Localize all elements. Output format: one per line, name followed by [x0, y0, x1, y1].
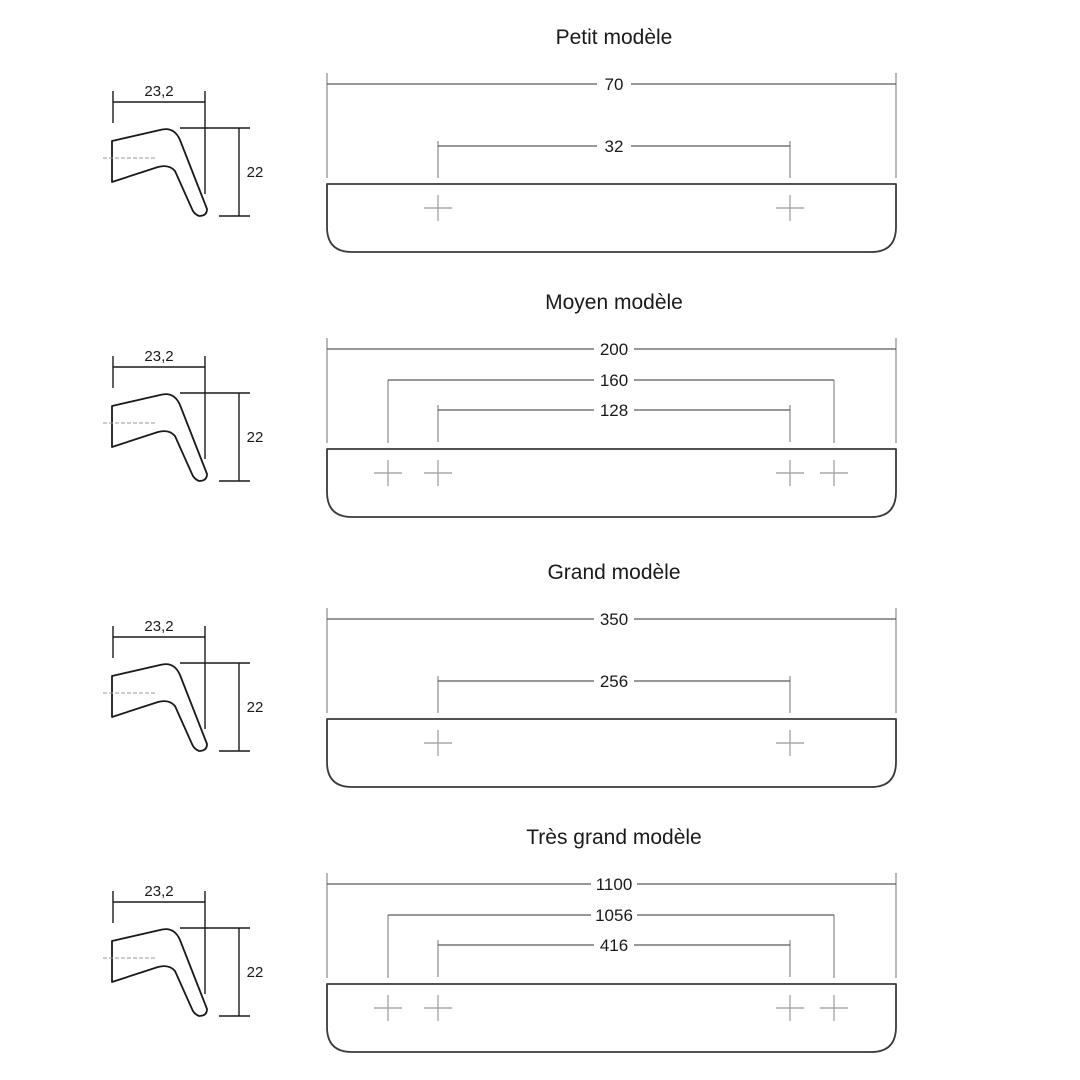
dimension-label-inner: 416 [600, 936, 628, 955]
hole-marker-left-inner [424, 995, 452, 1021]
profile-outline [111, 393, 208, 482]
model-section-2: Moyen modèle 23,2 22 200 160 128 [103, 291, 897, 518]
hole-marker-right-inner [776, 195, 804, 221]
model-section-4: Très grand modèle 23,2 22 1100 1056 416 [103, 826, 897, 1053]
profile-depth-label: 23,2 [144, 83, 173, 100]
side-profile: 23,2 22 [103, 83, 264, 217]
dimension-label-inner: 128 [600, 401, 628, 420]
hole-marker-left-outer [374, 460, 402, 486]
profile-height-label: 22 [247, 699, 264, 716]
dimension-label-inner: 256 [600, 672, 628, 691]
side-profile: 23,2 22 [103, 348, 264, 482]
hole-marker-left-inner [424, 730, 452, 756]
dimension-label-inner: 32 [605, 137, 624, 156]
front-view: 200 160 128 [326, 338, 897, 518]
profile-depth-label: 23,2 [144, 348, 173, 365]
hole-marker-right-inner [776, 460, 804, 486]
profile-height-label: 22 [247, 964, 264, 981]
model-title: Moyen modèle [545, 291, 683, 314]
model-title: Petit modèle [556, 26, 673, 49]
profile-outline [111, 928, 208, 1017]
profile-depth-label: 23,2 [144, 883, 173, 900]
model-title: Très grand modèle [526, 826, 701, 849]
profile-height-label: 22 [247, 429, 264, 446]
dimension-label-outer: 160 [600, 371, 628, 390]
dimension-label-overall: 70 [605, 75, 624, 94]
profile-outline [111, 663, 208, 752]
handle-front-outline [326, 183, 897, 253]
profile-height-label: 22 [247, 164, 264, 181]
handle-front-outline [326, 448, 897, 518]
model-section-1: Petit modèle 23,2 22 70 32 [103, 26, 897, 253]
front-view: 1100 1056 416 [326, 873, 897, 1053]
side-profile: 23,2 22 [103, 618, 264, 752]
hole-marker-left-inner [424, 460, 452, 486]
hole-marker-right-inner [776, 995, 804, 1021]
dimension-label-overall: 350 [600, 610, 628, 629]
model-section-3: Grand modèle 23,2 22 350 256 [103, 561, 897, 788]
side-profile: 23,2 22 [103, 883, 264, 1017]
dimension-label-outer: 1056 [595, 906, 633, 925]
hole-marker-right-inner [776, 730, 804, 756]
hole-marker-right-outer [820, 995, 848, 1021]
hole-marker-right-outer [820, 460, 848, 486]
front-view: 70 32 [326, 73, 897, 253]
dimension-label-overall: 200 [600, 340, 628, 359]
profile-depth-label: 23,2 [144, 618, 173, 635]
dimension-label-overall: 1100 [596, 875, 633, 894]
hole-marker-left-outer [374, 995, 402, 1021]
profile-outline [111, 128, 208, 217]
hole-marker-left-inner [424, 195, 452, 221]
model-title: Grand modèle [547, 561, 680, 584]
handle-front-outline [326, 983, 897, 1053]
handle-front-outline [326, 718, 897, 788]
front-view: 350 256 [326, 608, 897, 788]
